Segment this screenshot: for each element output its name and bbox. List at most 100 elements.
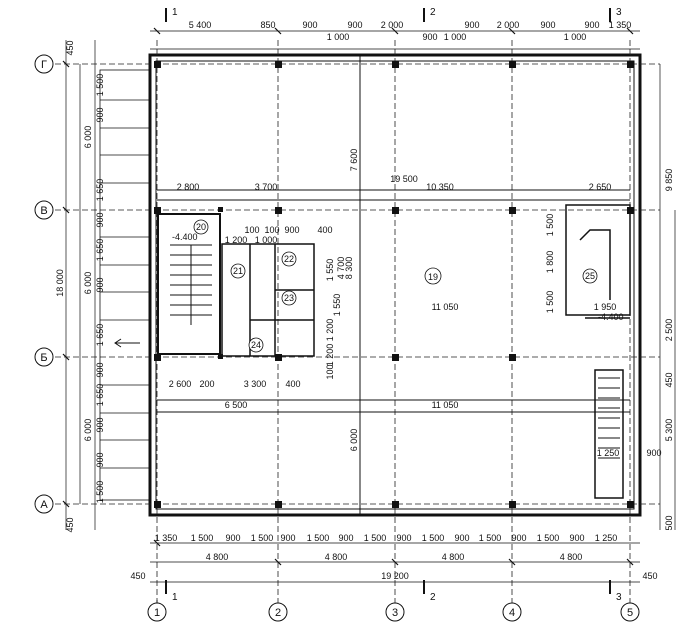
left-dim: 1 500 [95,481,105,504]
left-dim: 1 650 [95,324,105,347]
interior-dim: 100 [325,364,335,379]
bottom-dim: 900 [280,533,295,543]
top-dim: 850 [260,20,275,30]
interior-dim: 900 [284,225,299,235]
bottom-dim: 900 [396,533,411,543]
section-mark-3-bottom: 3 [616,592,622,603]
right-dim: 9 850 [664,169,674,192]
axis-1-bubble [147,602,167,622]
right-dim: 500 [664,515,674,530]
bottom-dim: 900 [454,533,469,543]
lower-right-stair [594,369,624,499]
interior-dim: 2 650 [589,182,612,192]
level-marks: -4.400 -4.400 [172,232,624,322]
axis-label-a: А [40,499,48,511]
room-number-20: 20 [196,222,206,232]
bottom-dim: 900 [338,533,353,543]
interior-dim: 2 600 [169,379,192,389]
room-numbers: 19 20 21 22 23 24 25 [196,222,595,350]
level-mark-right: -4.400 [598,312,624,322]
left-facade-bays [99,69,151,501]
entry-arrow [114,338,140,348]
interior-dim: 200 [199,379,214,389]
interior-dim: 1 250 [597,448,620,458]
top-dim: 1 000 [327,32,350,42]
column-axis-labels: 1 2 3 4 5 [154,607,633,619]
interior-dim: 400 [317,225,332,235]
section-mark-labels: 1 2 3 1 2 3 [172,7,622,603]
axis-label-3: 3 [392,607,398,619]
left-dim: 1 650 [95,384,105,407]
interior-dim: 1 550 [325,259,335,282]
section-mark-1-bottom: 1 [172,592,178,603]
left-dim: 900 [95,362,105,377]
top-dimensions-row2: 1 000 1 000 900 1 000 1 350 [327,20,632,42]
interior-dim: 11 050 [432,400,459,410]
section-mark-2-bottom: 2 [430,592,436,603]
row-axis-labels: А Б В Г [40,59,48,511]
level-mark-left: -4.400 [172,232,198,242]
left-dim: 1 650 [95,179,105,202]
bottom-dim: 1 500 [479,533,502,543]
right-dimensions: 9 850 2 500 450 5 300 500 [664,169,674,531]
top-dimensions-row1: 5 400 850 900 900 2 000 900 2 000 900 90… [189,20,600,30]
top-dim: 1 000 [564,32,587,42]
left-dim: 900 [95,452,105,467]
interior-dim: 1 500 [545,214,555,237]
right-dim: 2 500 [664,319,674,342]
bottom-dim: 1 250 [595,533,618,543]
row-axis-markers [34,54,54,514]
top-dim: 900 [464,20,479,30]
interior-dim: 100 [264,225,279,235]
right-dim: 5 300 [664,419,674,442]
bottom-dim: 4 800 [325,552,348,562]
grid-dashed-lines [55,40,660,610]
bottom-dim: 4 800 [442,552,465,562]
bottom-total-dim: 19 200 [381,571,409,581]
axis-label-v: В [40,205,47,217]
left-span-dim: 6 000 [83,272,93,295]
room-number-23: 23 [284,293,294,303]
interior-dim: 1 800 [545,251,555,274]
axis-label-4: 4 [509,607,515,619]
interior-dim: 1 500 [545,291,555,314]
bottom-dimensions-row2: 4 800 4 800 4 800 4 800 19 200 450 450 [130,552,657,581]
interior-dim: 3 300 [244,379,267,389]
top-dim: 2 000 [381,20,404,30]
left-dim: 1 650 [95,239,105,262]
bottom-dim: 4 800 [560,552,583,562]
axis-label-b: Б [40,352,47,364]
interior-dim: 10 350 [426,182,454,192]
interior-dim: 2 800 [177,182,200,192]
interior-dim: 900 [646,448,661,458]
bottom-dim: 1 500 [364,533,387,543]
axis-2-bubble [268,602,288,622]
left-dim: 1 500 [95,74,105,97]
top-dim: 900 [584,20,599,30]
toilet-block [221,243,315,357]
interior-dim: 1 200 [325,319,335,342]
interior-dim: 1 950 [594,302,617,312]
axis-label-2: 2 [275,607,281,619]
bottom-dim: 900 [225,533,240,543]
interior-dim: 6 000 [349,429,359,452]
bottom-dim: 1 500 [307,533,330,543]
left-total-dim: 18 000 [55,269,65,297]
left-dim: 900 [95,107,105,122]
interior-dim: 11 050 [432,302,459,312]
interior-dim: 100 [244,225,259,235]
interior-dim: 19 500 [390,174,418,184]
axis-g-bubble [34,54,54,74]
axis-4-bubble [502,602,522,622]
bottom-dim: 1 500 [251,533,274,543]
interior-dim: 3 700 [255,182,278,192]
bottom-dim: 1 500 [422,533,445,543]
room-number-25: 25 [585,271,595,281]
top-dim: 5 400 [189,20,212,30]
axis-5-bubble [620,602,640,622]
section-mark-2-top: 2 [430,7,436,18]
room-number-22: 22 [284,254,294,264]
bottom-edge-dim: 450 [130,571,145,581]
axis-v-bubble [34,200,54,220]
top-dim: 2 000 [497,20,520,30]
